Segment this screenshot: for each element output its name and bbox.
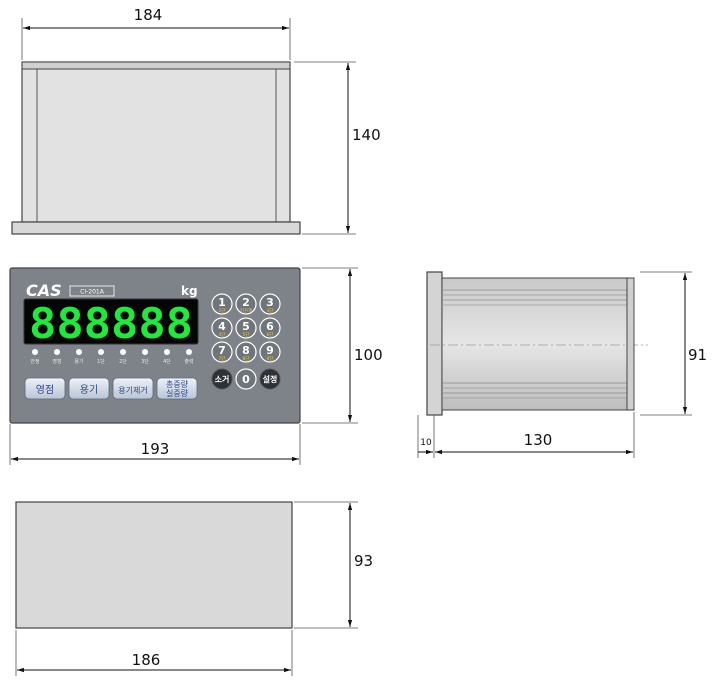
svg-text:3: 3 bbox=[266, 296, 274, 309]
button-label: 총중량 bbox=[166, 379, 189, 389]
top-view: 184 140 bbox=[11, 6, 381, 235]
front-height-label: 100 bbox=[354, 346, 383, 364]
svg-text:4: 4 bbox=[218, 320, 226, 333]
key-1[interactable]: 1 1단 bbox=[211, 293, 233, 315]
button-label: 용기제거 bbox=[118, 386, 147, 395]
keypad: 1 1단 2 2단/계 3 3단 4 4단 5 5단 bbox=[211, 293, 281, 390]
svg-text:7단: 7단 bbox=[218, 355, 225, 362]
svg-text:1: 1 bbox=[218, 296, 226, 309]
key-8[interactable]: 8 8단 bbox=[235, 341, 257, 363]
key-3[interactable]: 3 3단 bbox=[259, 293, 281, 315]
svg-text:8단: 8단 bbox=[242, 355, 249, 362]
side-view-front-panel bbox=[426, 271, 443, 416]
svg-text:9단: 9단 bbox=[266, 355, 273, 362]
side-height-label: 91 bbox=[688, 346, 707, 364]
key-6[interactable]: 6 6단 bbox=[259, 317, 281, 339]
top-width-label: 184 bbox=[134, 6, 163, 24]
key-9[interactable]: 9 9단 bbox=[259, 341, 281, 363]
button-label-2: 실중량 bbox=[166, 388, 189, 398]
key-set[interactable]: 설정 bbox=[259, 368, 281, 390]
side-view: 10 130 91 bbox=[417, 271, 707, 458]
back-height-label: 93 bbox=[354, 552, 373, 570]
svg-text:소거: 소거 bbox=[215, 374, 230, 384]
indicator-lamp-7 bbox=[186, 349, 192, 355]
svg-text:7: 7 bbox=[218, 344, 226, 357]
function-button-gross-net[interactable]: 총중량 실중량 bbox=[156, 377, 198, 400]
svg-text:3단: 3단 bbox=[266, 307, 273, 314]
indicator-label: 1단 bbox=[97, 358, 105, 365]
key-4[interactable]: 4 4단 bbox=[211, 317, 233, 339]
top-view-body bbox=[21, 61, 291, 223]
indicator-label: 3단 bbox=[141, 358, 149, 365]
indicator-label: 출력 bbox=[184, 358, 193, 365]
indicator-lamp-1 bbox=[54, 349, 60, 355]
svg-text:9: 9 bbox=[266, 344, 274, 357]
button-label: 영점 bbox=[36, 384, 54, 396]
indicator-label: 용기 bbox=[74, 358, 83, 365]
indicator-label: 영점 bbox=[52, 358, 61, 365]
weight-display bbox=[23, 298, 199, 345]
back-panel bbox=[15, 501, 293, 629]
svg-text:4단: 4단 bbox=[218, 331, 225, 338]
top-height-label: 140 bbox=[352, 126, 381, 144]
display-digits: 888888 bbox=[29, 299, 193, 348]
indicator-lamp-3 bbox=[98, 349, 104, 355]
svg-text:2: 2 bbox=[242, 296, 250, 309]
indicator-label: 2단 bbox=[119, 358, 127, 365]
svg-text:6: 6 bbox=[266, 320, 274, 333]
indicator-lamp-6 bbox=[164, 349, 170, 355]
indicator-label: 안정 bbox=[30, 358, 39, 365]
svg-text:설정: 설정 bbox=[263, 374, 278, 384]
key-7[interactable]: 7 7단 bbox=[211, 341, 233, 363]
svg-text:8: 8 bbox=[242, 344, 250, 357]
model-label: CI-201A bbox=[80, 289, 105, 296]
model-badge bbox=[69, 285, 115, 297]
indicator-lamp-4 bbox=[120, 349, 126, 355]
front-width-label: 193 bbox=[141, 440, 170, 458]
key-clear[interactable]: 소거 bbox=[211, 368, 233, 390]
indicator-lamp-2 bbox=[76, 349, 82, 355]
key-0[interactable]: 0 bbox=[235, 368, 257, 390]
svg-text:6단: 6단 bbox=[266, 331, 273, 338]
back-view: 186 93 bbox=[15, 501, 373, 676]
back-width-label: 186 bbox=[132, 651, 161, 669]
svg-text:5단: 5단 bbox=[242, 331, 249, 338]
function-button-zero[interactable]: 영점 bbox=[24, 377, 66, 400]
indicator-lamp-0 bbox=[32, 349, 38, 355]
svg-text:2단/계: 2단/계 bbox=[240, 307, 253, 314]
svg-text:1단: 1단 bbox=[218, 307, 225, 314]
function-button-tare[interactable]: 용기 bbox=[68, 377, 110, 400]
svg-text:0: 0 bbox=[242, 373, 250, 386]
svg-text:5: 5 bbox=[242, 320, 250, 333]
indicator-lamp-5 bbox=[142, 349, 148, 355]
top-view-base bbox=[11, 221, 301, 235]
side-view-rear-cap bbox=[626, 277, 635, 411]
function-button-tare-clear[interactable]: 용기제거 bbox=[112, 377, 154, 400]
key-2[interactable]: 2 2단/계 bbox=[235, 293, 257, 315]
front-view: CAS CI-201A kg 888888 안정 영점 용기 1단 2단 3단 … bbox=[9, 267, 383, 465]
top-view-lip bbox=[21, 61, 291, 70]
key-5[interactable]: 5 5단 bbox=[235, 317, 257, 339]
indicator-label: 4단 bbox=[163, 358, 171, 365]
side-small-depth-label: 10 bbox=[420, 438, 432, 448]
side-view-body bbox=[441, 277, 633, 411]
brand-logo: CAS bbox=[26, 281, 62, 300]
button-label: 용기 bbox=[80, 384, 98, 396]
indicator-row: 안정 영점 용기 1단 2단 3단 4단 출력 bbox=[30, 349, 194, 365]
side-depth-label: 130 bbox=[524, 431, 553, 449]
unit-label: kg bbox=[181, 284, 198, 298]
